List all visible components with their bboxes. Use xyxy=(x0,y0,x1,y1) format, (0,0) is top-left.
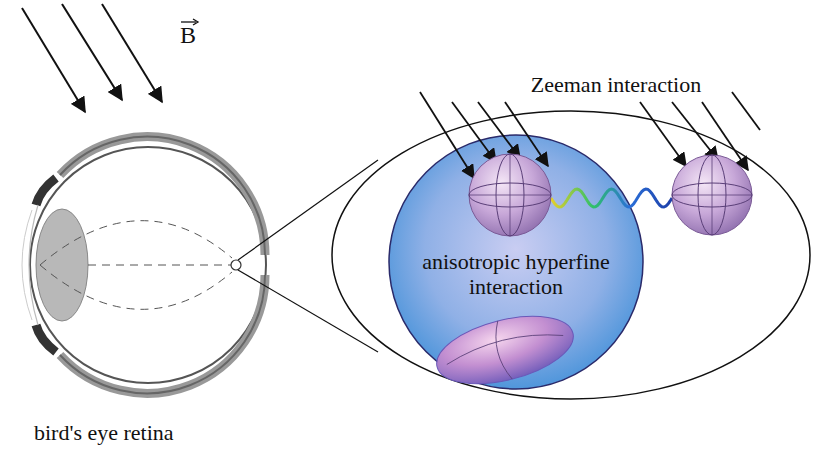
node-label: anisotropic hyperfine interaction xyxy=(406,249,626,300)
zoom-ellipse: Zeeman interactionanisotropic hyperfine … xyxy=(331,110,811,400)
node-heading: Zeeman interaction xyxy=(501,72,731,97)
retina-label: bird's eye retina xyxy=(34,420,174,445)
field-symbol: B xyxy=(180,22,196,50)
